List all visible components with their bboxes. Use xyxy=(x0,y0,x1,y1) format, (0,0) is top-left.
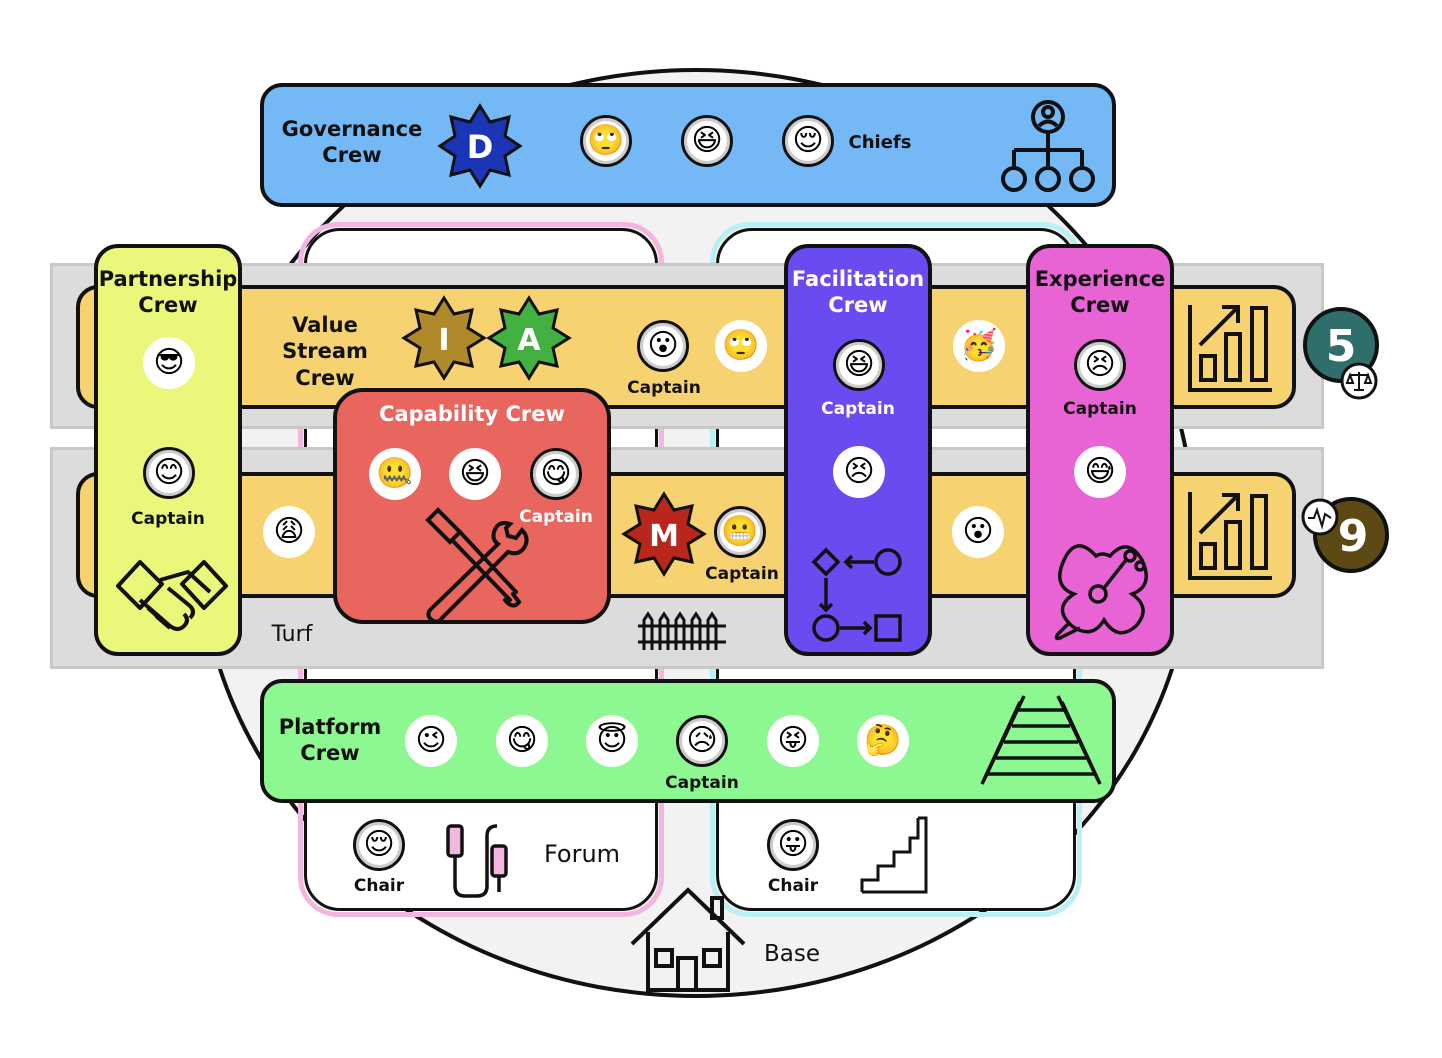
railroad-icon xyxy=(980,695,1102,785)
forum-chair-face: 😌 xyxy=(353,819,405,871)
cable-icon xyxy=(446,824,508,898)
flow-icon xyxy=(811,547,902,642)
stairs-icon xyxy=(860,816,928,894)
experience-captain-label: Captain xyxy=(1063,399,1137,419)
badge-m-icon: M xyxy=(621,491,707,577)
value-stream-face-3: 🥳 xyxy=(953,320,1005,372)
capability-captain-face: 😋 xyxy=(530,448,582,500)
badge-i-icon: I xyxy=(401,295,487,381)
svg-text:I: I xyxy=(438,323,449,358)
capability-captain-label: Captain xyxy=(519,507,593,527)
capability-crew[interactable] xyxy=(333,388,611,624)
platform-face-2: 😋 xyxy=(496,715,548,767)
svg-text:5: 5 xyxy=(1326,321,1357,372)
growth-chart-icon-top xyxy=(1188,305,1272,392)
platform-face-3: 😇 xyxy=(586,715,638,767)
capability-title: Capability Crew xyxy=(379,402,565,426)
partnership-face-1: 😎 xyxy=(143,337,195,389)
governance-face-3: 😌 xyxy=(782,115,834,167)
capability-face-2: 😆 xyxy=(449,448,501,500)
value-stream-captain-face: 😮 xyxy=(637,320,689,372)
badge-d-icon: D xyxy=(437,103,523,189)
svg-text:D: D xyxy=(467,128,494,166)
svg-text:M: M xyxy=(649,519,679,554)
lower-stream-captain-face: 😬 xyxy=(714,506,766,558)
forum-right-chair-label: Chair xyxy=(767,876,819,896)
experience-captain-face: 😣 xyxy=(1074,339,1126,391)
lower-stream-captain-label: Captain xyxy=(705,564,779,584)
capability-face-1: 🤐 xyxy=(369,448,421,500)
forum-right-chair-face: 😛 xyxy=(767,819,819,871)
org-chart-icon xyxy=(1001,100,1095,192)
chiefs-label: Chiefs xyxy=(848,132,912,153)
base-label: Base xyxy=(763,941,820,967)
tools-icon xyxy=(425,507,529,624)
facilitation-captain-face: 😆 xyxy=(833,339,885,391)
platform-captain-face: 😥 xyxy=(676,715,728,767)
indicator-9-icon: 9 xyxy=(1301,497,1389,573)
forum-label: Forum xyxy=(543,840,621,868)
forum-chair-label: Chair xyxy=(353,876,405,896)
facilitation-face-2: 😣 xyxy=(833,446,885,498)
lower-stream-face-3: 😮 xyxy=(952,506,1004,558)
platform-captain-label: Captain xyxy=(665,773,739,793)
lower-stream-face-1: 😩 xyxy=(263,506,315,558)
fence-icon xyxy=(638,611,726,650)
governance-face-2: 😆 xyxy=(681,115,733,167)
indicator-5-icon: 5 xyxy=(1303,307,1379,400)
facilitation-captain-label: Captain xyxy=(821,399,895,419)
experience-face-2: 😅 xyxy=(1074,446,1126,498)
house-icon xyxy=(630,887,746,992)
svg-text:9: 9 xyxy=(1338,511,1369,562)
partnership-captain-face: 😊 xyxy=(143,447,195,499)
platform-face-6: 🤔 xyxy=(857,715,909,767)
growth-chart-icon-bottom xyxy=(1188,492,1272,580)
badge-a-icon: A xyxy=(486,295,572,381)
partnership-captain-label: Captain xyxy=(131,509,205,529)
hibiscus-icon xyxy=(1054,544,1148,641)
platform-face-5: 😝 xyxy=(767,715,819,767)
platform-face-1: 😉 xyxy=(405,715,457,767)
governance-face-1: 🙄 xyxy=(580,115,632,167)
svg-text:A: A xyxy=(517,323,541,358)
value-stream-face-2: 🙄 xyxy=(715,320,767,372)
turf-label: Turf xyxy=(271,622,313,647)
handshake-icon xyxy=(116,560,228,631)
value-stream-captain-label: Captain xyxy=(627,378,701,398)
